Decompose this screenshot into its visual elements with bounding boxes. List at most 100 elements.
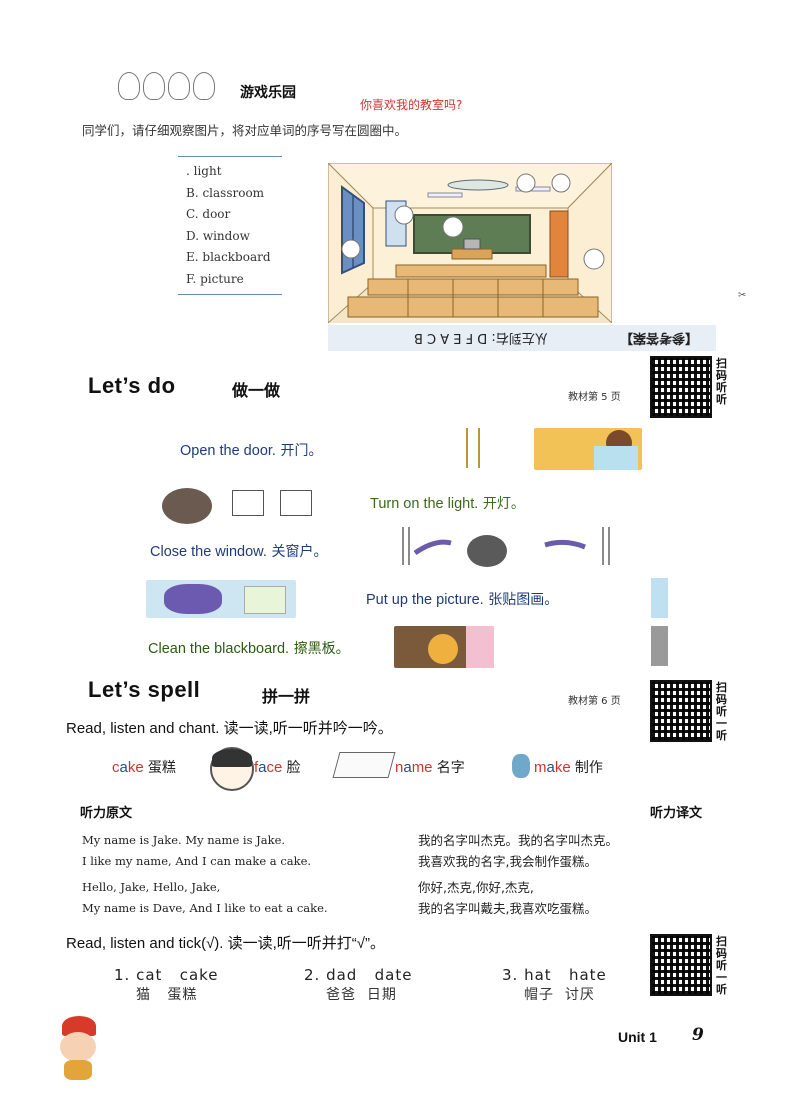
word-letter-highlight: f — [254, 759, 259, 776]
word-options-list: . light B. classroom C. door D. window E… — [178, 156, 282, 295]
word-make: make 制作 — [534, 757, 603, 777]
page-number: 9 — [692, 1025, 704, 1045]
door-frame-graphic — [466, 428, 480, 468]
tick-item-en: 1. cat cake — [114, 966, 219, 984]
script-line: Hello, Jake, Hello, Jake, — [82, 880, 221, 894]
face-picture — [210, 747, 254, 791]
action-line: Open the door. 开门。 — [180, 440, 323, 460]
cartoon-mascot — [54, 1016, 102, 1080]
action-line: Clean the blackboard. 擦黑板。 — [148, 638, 350, 658]
action-line: Turn on the light. 开灯。 — [370, 493, 525, 513]
tick-item-cn: 爸爸 日期 — [326, 987, 397, 1003]
action-cn: 关窗户。 — [271, 544, 328, 560]
action-en: Open the door. — [180, 443, 276, 459]
game-title: 游戏乐园 — [240, 85, 296, 101]
tick-item[interactable]: 1. cat cake 猫 蛋糕 — [114, 966, 219, 1004]
word-vowel: a — [546, 759, 555, 776]
translation-line: 我的名字叫杰克。我的名字叫杰克。 — [418, 833, 619, 848]
action-en: Clean the blackboard. — [148, 641, 290, 657]
tick-item-en: 3. hat hate — [502, 966, 607, 984]
lets-spell-page-ref: 教材第 6 页 — [568, 696, 621, 707]
action-en: Turn on the light. — [370, 496, 479, 512]
classroom-illustration — [328, 163, 612, 323]
word-letter-highlight: n — [395, 759, 404, 776]
side-tab-blue — [651, 578, 668, 618]
translation-block-2: 你好,杰克,你好,杰克, 我的名字叫戴夫,我喜欢吃蛋糕。 — [418, 877, 597, 919]
word-name: name 名字 — [395, 757, 465, 777]
lets-do-title-cn: 做一做 — [232, 381, 281, 400]
tick-item-cn: 猫 蛋糕 — [136, 987, 198, 1003]
clean-blackboard-picture — [394, 626, 494, 668]
word-cake: cake 蛋糕 — [112, 757, 176, 777]
qr-code[interactable] — [650, 356, 712, 418]
answer-key-strip: 从左到右: D F E A C B 【参考答案】 — [328, 325, 716, 351]
tick-item-en: 2. dad date — [304, 966, 413, 984]
script-heading: 听力原文 — [80, 806, 133, 821]
word-letter-highlight: m — [534, 759, 547, 776]
word-letter-highlight: ce — [266, 759, 283, 776]
option-item: D. window — [186, 228, 250, 243]
name-card-picture — [332, 752, 396, 778]
translation-line: 我的名字叫戴夫,我喜欢吃蛋糕。 — [418, 901, 597, 916]
question-subtitle: 你喜欢我的教室吗? — [360, 98, 463, 112]
option-item: E. blackboard — [186, 250, 271, 264]
word-letter-highlight: ke — [127, 759, 144, 776]
action-cn: 开灯。 — [482, 496, 525, 512]
word-vowel: a — [119, 759, 128, 776]
lets-spell-title-cn: 拼一拼 — [262, 687, 311, 706]
make-picture — [512, 754, 530, 778]
option-item: . light — [186, 164, 222, 178]
action-line: Close the window. 关窗户。 — [150, 541, 327, 561]
boy-head-graphic — [162, 488, 212, 524]
action-line: Put up the picture. 张贴图画。 — [366, 589, 558, 609]
answer-key-label: 【参考答案】 — [620, 330, 699, 345]
unit-label: Unit 1 — [618, 1029, 657, 1045]
qr-label: 扫码听一听 — [716, 935, 727, 996]
script-line: My name is Dave, And I like to eat a cak… — [82, 901, 328, 915]
lets-do-title: Let’s do — [88, 373, 176, 398]
chant-instruction: Read, listen and chant. 读一读,听一听并吟一吟。 — [66, 720, 393, 737]
instruction-text: 同学们，请仔细观察图片，将对应单词的序号写在圆圈中。 — [82, 123, 408, 138]
option-item: B. classroom — [186, 185, 265, 200]
close-window-graphic — [402, 527, 610, 567]
word-vowel: a — [403, 759, 412, 776]
script-block-2: Hello, Jake, Hello, Jake, My name is Dav… — [82, 877, 328, 919]
translation-line: 我喜欢我的名字,我会制作蛋糕。 — [418, 854, 597, 869]
mascot-decoration — [118, 72, 218, 104]
tick-item[interactable]: 3. hat hate 帽子 讨厌 — [502, 966, 607, 1004]
qr-code[interactable] — [650, 680, 712, 742]
word-letter-highlight: ke — [554, 759, 571, 776]
qr-label: 扫码听一听 — [716, 681, 727, 742]
word-cn: 名字 — [436, 759, 465, 775]
action-en: Close the window. — [150, 544, 267, 560]
tick-instruction: Read, listen and tick(√). 读一读,听一听并打“√”。 — [66, 935, 386, 952]
tick-item-cn: 帽子 讨厌 — [524, 987, 595, 1003]
word-cn: 蛋糕 — [147, 759, 176, 775]
word-cn: 制作 — [574, 759, 603, 775]
light-switch-icon — [280, 490, 312, 516]
option-item: F. picture — [186, 271, 244, 286]
action-cn: 开门。 — [280, 443, 323, 459]
translation-heading: 听力译文 — [650, 806, 703, 821]
tick-item[interactable]: 2. dad date 爸爸 日期 — [304, 966, 412, 1004]
scissors-icon: ✂ — [738, 290, 747, 301]
answer-key-text: 从左到右: D F E A C B — [414, 330, 548, 345]
word-cn: 脸 — [286, 759, 301, 775]
script-line: My name is Jake. My name is Jake. — [82, 833, 286, 847]
translation-line: 你好,杰克,你好,杰克, — [418, 880, 534, 895]
lets-spell-title: Let’s spell — [88, 677, 201, 702]
side-tab-grey — [651, 626, 668, 666]
word-letter-highlight: me — [411, 759, 433, 776]
script-line: I like my name, And I can make a cake. — [82, 854, 312, 868]
translation-block-1: 我的名字叫杰克。我的名字叫杰克。 我喜欢我的名字,我会制作蛋糕。 — [418, 830, 618, 872]
word-vowel: a — [258, 759, 267, 776]
action-en: Put up the picture. — [366, 592, 484, 608]
action-cn: 擦黑板。 — [293, 641, 350, 657]
qr-label: 扫码听听 — [716, 357, 727, 406]
light-switch-icon — [232, 490, 264, 516]
open-door-picture — [534, 428, 642, 470]
put-up-picture-illustration — [146, 580, 296, 618]
word-face: face 脸 — [254, 757, 301, 777]
qr-code[interactable] — [650, 934, 712, 996]
action-cn: 张贴图画。 — [488, 592, 559, 608]
